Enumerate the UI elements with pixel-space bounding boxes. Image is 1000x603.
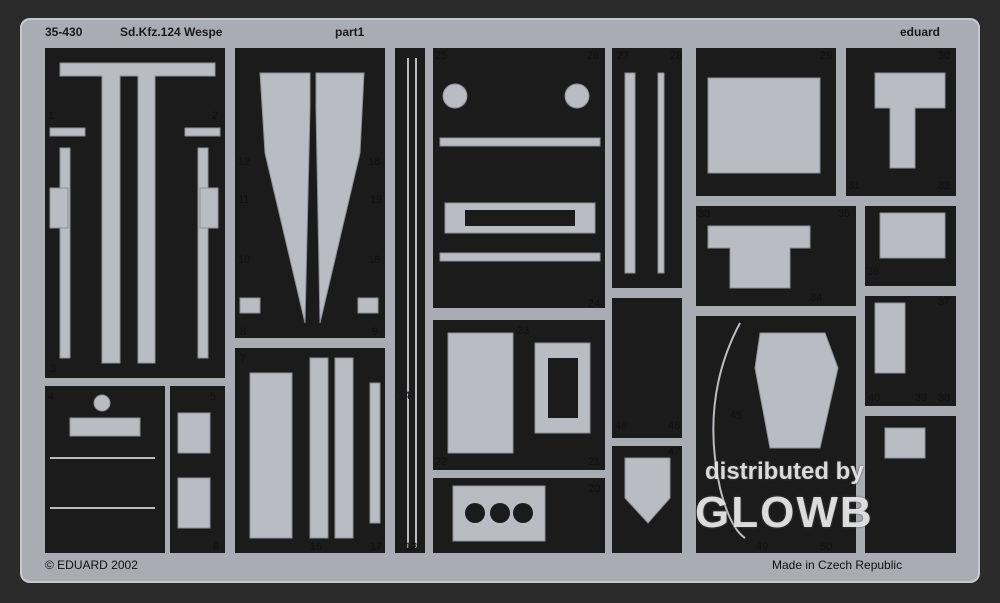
- part-number: 24: [588, 298, 601, 310]
- fret-artwork: [45, 48, 956, 553]
- watermark-distributed: distributed by: [705, 458, 864, 485]
- part-number: 31: [848, 180, 861, 192]
- brand-name: eduard: [900, 25, 941, 39]
- part-number: 8: [240, 326, 247, 338]
- sheet-code: 35-430: [45, 25, 83, 39]
- part-number: 50: [820, 541, 833, 553]
- part-number: 49: [756, 541, 769, 553]
- made-in-text: Made in Czech Republic: [772, 558, 903, 572]
- part-number: 35: [838, 208, 851, 220]
- photo-etch-fret: 35-430 Sd.Kfz.124 Wespe part1 eduard © E…: [20, 18, 980, 583]
- part-number: 22: [435, 456, 448, 468]
- part-number: 1: [48, 110, 55, 122]
- part-number: 21: [588, 456, 601, 468]
- part-number: 5: [210, 391, 217, 403]
- part-number: 48: [615, 420, 628, 432]
- part-number: 38: [938, 392, 951, 404]
- part-number: 28: [670, 50, 683, 62]
- sheet-title: Sd.Kfz.124 Wespe: [120, 25, 223, 39]
- part-number: 37: [938, 296, 951, 308]
- part-number: 39: [915, 392, 928, 404]
- part-number: 29: [820, 50, 833, 62]
- part-number: 17: [370, 541, 383, 553]
- part-number: 11: [238, 194, 250, 206]
- part-number: 20: [588, 483, 601, 495]
- part-number: 30: [938, 50, 951, 62]
- part-number: 9: [372, 326, 379, 338]
- part-number: 26: [587, 50, 600, 62]
- part-number: 25: [435, 50, 448, 62]
- part-number: 32: [938, 180, 951, 192]
- copyright-text: © EDUARD 2002: [45, 558, 138, 572]
- part-number: 12: [238, 156, 251, 168]
- part-number: 47: [668, 446, 681, 458]
- part-number: 4: [48, 391, 55, 403]
- part-number: 34: [810, 292, 823, 304]
- part-number: 6: [213, 541, 220, 553]
- part-number: 3: [50, 363, 57, 375]
- part-number: 7: [240, 353, 247, 365]
- part-number: 33: [698, 208, 711, 220]
- part-number: 10: [238, 254, 251, 266]
- part-number: 16: [368, 254, 381, 266]
- watermark-company: GLOWB: [695, 488, 874, 537]
- part-number: 40: [868, 392, 881, 404]
- part-number: 13: [405, 541, 418, 553]
- part-number: 18: [368, 156, 381, 168]
- part-number: 15: [310, 541, 323, 553]
- part-number: 46: [668, 420, 681, 432]
- part-number: 27: [617, 50, 630, 62]
- part-number: 14: [398, 390, 411, 402]
- sheet-part: part1: [335, 25, 365, 39]
- part-number: 19: [370, 194, 383, 206]
- part-number: 36: [867, 266, 880, 278]
- part-number: 2: [212, 110, 219, 122]
- part-number: 23: [517, 325, 530, 337]
- part-number: 45: [730, 410, 743, 422]
